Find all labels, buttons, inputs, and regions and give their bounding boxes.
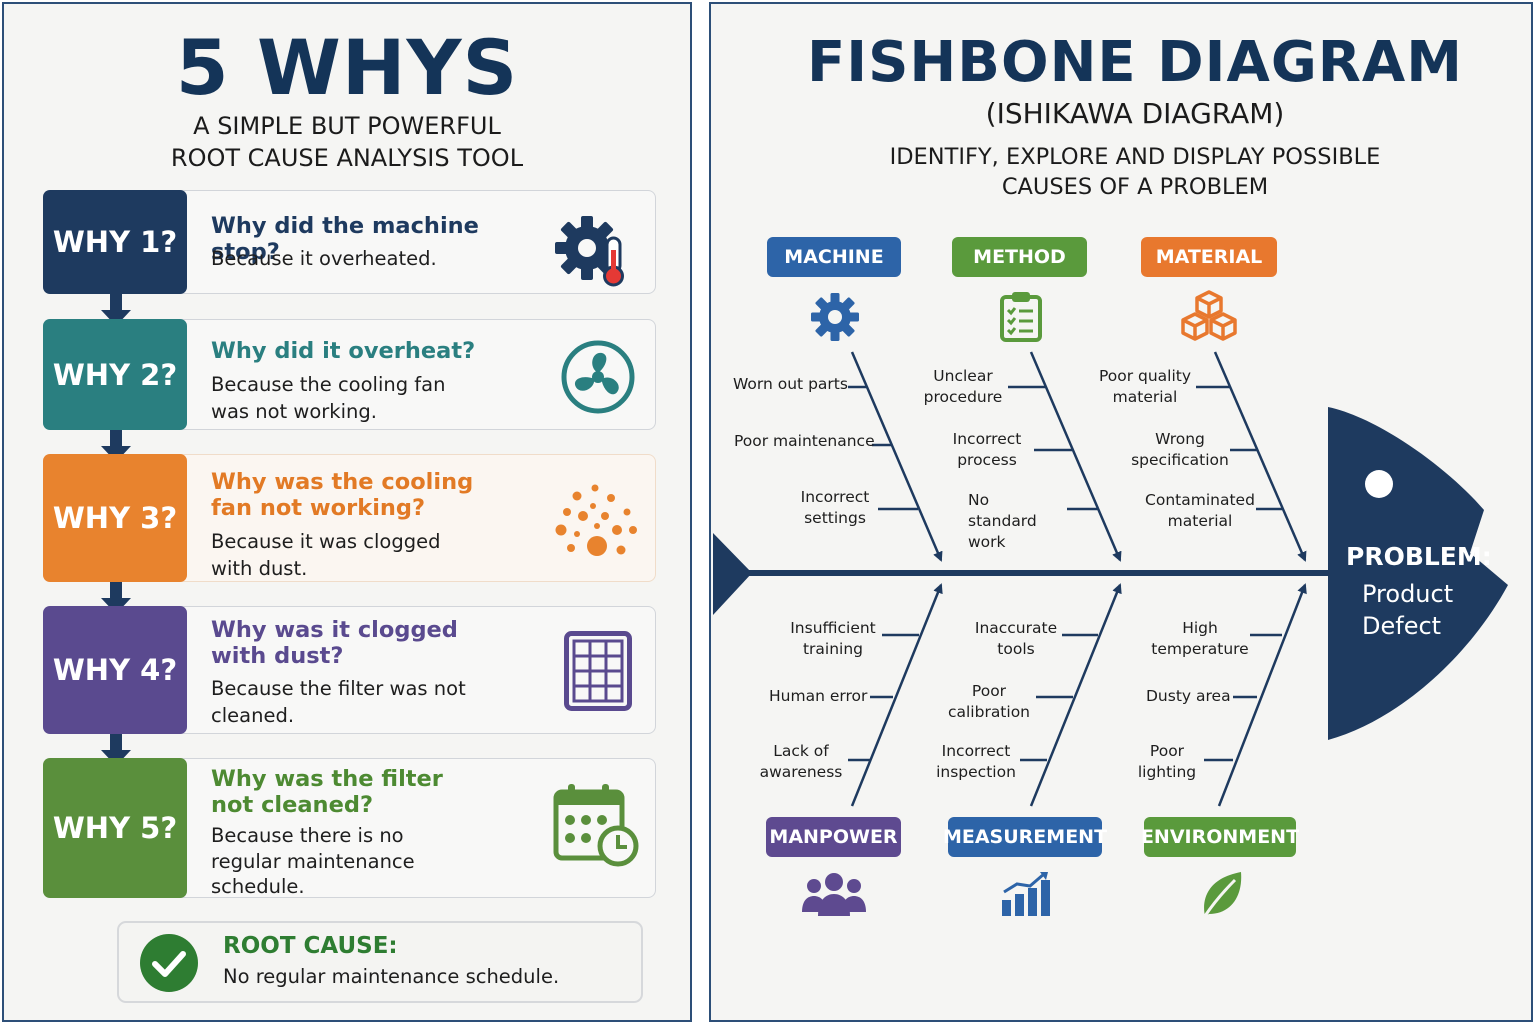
why-answer-5: Because there is no regular maintenance …	[211, 824, 415, 898]
root-cause-text: No regular maintenance schedule.	[223, 965, 560, 988]
why-badge-3: WHY 3?	[43, 454, 187, 582]
fishbone-description-line1: IDENTIFY, EXPLORE AND DISPLAY POSSIBLE	[889, 144, 1381, 170]
why-question-5: Why was the filter not cleaned?	[211, 766, 443, 818]
cause-manpower-3: Lack of awareness	[759, 742, 843, 781]
five-whys-panel: 5 WHYS A SIMPLE BUT POWERFUL ROOT CAUSE …	[2, 2, 692, 1022]
why-question-3: Why was the cooling fan not working?	[211, 469, 474, 521]
why-badge-2: WHY 2?	[43, 319, 187, 430]
why-answer-4: Because the filter was not cleaned.	[211, 677, 466, 727]
cause-measurement-3: Incorrect inspection	[936, 742, 1016, 781]
why-answer-2: Because the cooling fan was not working.	[211, 373, 446, 423]
filter-grid-icon	[564, 631, 632, 711]
why-answer-3: Because it was clogged with dust.	[211, 530, 441, 580]
five-whys-title: 5 WHYS	[175, 23, 519, 112]
why-badge-1: WHY 1?	[43, 190, 187, 294]
cause-material-3: Contaminated material	[1145, 491, 1255, 530]
cause-method-2: Incorrect process	[952, 430, 1022, 469]
cause-machine-1: Worn out parts	[733, 375, 848, 393]
root-cause-label: ROOT CAUSE:	[223, 933, 398, 959]
cause-measurement-2: Poor calibration	[947, 682, 1031, 721]
cause-measurement-1: Inaccurate tools	[974, 619, 1058, 658]
cause-manpower-1: Insufficient training	[790, 619, 876, 658]
gear-thermometer-icon	[555, 216, 624, 287]
category-manpower: MANPOWER	[766, 817, 901, 857]
bone-measurement	[1029, 583, 1122, 807]
fish-eye	[1365, 470, 1393, 498]
why-badge-4: WHY 4?	[43, 606, 187, 734]
fish-tail	[713, 533, 752, 615]
cause-method-3: No standard work	[968, 491, 1037, 551]
problem-label: PROBLEM:	[1346, 542, 1492, 571]
leaf-icon	[1203, 872, 1242, 917]
gear-icon	[811, 293, 859, 341]
cause-manpower-2: Human error	[769, 687, 868, 705]
bar-chart-icon	[1002, 872, 1050, 916]
fishbone-title: FISHBONE DIAGRAM	[806, 30, 1463, 95]
category-method: METHOD	[952, 237, 1087, 277]
why-badge-5: WHY 5?	[43, 758, 187, 898]
why-question-1: Why did the machine stop?	[211, 213, 479, 265]
fishbone-subtitle: (ISHIKAWA DIAGRAM)	[985, 97, 1285, 130]
cause-material-2: Wrong specification	[1131, 430, 1229, 469]
category-material: MATERIAL	[1141, 237, 1277, 277]
fish-head	[1328, 407, 1508, 740]
why-answer-1: Because it overheated.	[211, 247, 437, 270]
boxes-icon	[1181, 290, 1237, 341]
five-whys-subtitle-line1: A SIMPLE BUT POWERFUL	[193, 112, 501, 140]
cause-material-1: Poor quality material	[1098, 367, 1192, 406]
category-environment: ENVIRONMENT	[1141, 817, 1299, 857]
calendar-clock-icon	[553, 784, 639, 867]
dust-particles-icon	[555, 484, 637, 556]
cause-machine-2: Poor maintenance	[734, 432, 875, 450]
why-card-2	[154, 319, 656, 430]
category-measurement: MEASUREMENT	[943, 817, 1107, 857]
category-machine: MACHINE	[767, 237, 901, 277]
problem-line2: Defect	[1362, 612, 1442, 640]
bone-manpower	[850, 583, 943, 807]
five-whys-subtitle-line2: ROOT CAUSE ANALYSIS TOOL	[170, 144, 524, 172]
cause-environment-3: Poor lighting	[1137, 742, 1197, 781]
why-card-5	[154, 758, 656, 898]
root-cause-card	[117, 921, 643, 1003]
fan-icon	[561, 340, 635, 414]
why-card-3	[154, 454, 656, 582]
why-question-2: Why did it overheat?	[211, 338, 476, 364]
fishbone-description-line2: CAUSES OF A PROBLEM	[1001, 174, 1269, 200]
clipboard-checklist-icon	[1000, 292, 1042, 342]
people-icon	[802, 873, 866, 916]
why-card-4	[154, 606, 656, 734]
cause-environment-2: Dusty area	[1146, 687, 1231, 705]
cause-environment-1: High temperature	[1151, 619, 1249, 658]
cause-machine-3: Incorrect settings	[800, 488, 870, 527]
problem-line1: Product	[1362, 580, 1454, 608]
why-question-4: Why was it clogged with dust?	[211, 617, 458, 669]
down-arrow-1	[101, 294, 131, 328]
checkmark-circle-icon	[140, 934, 198, 992]
cause-method-1: Unclear procedure	[923, 367, 1003, 406]
bone-environment	[1217, 583, 1307, 807]
